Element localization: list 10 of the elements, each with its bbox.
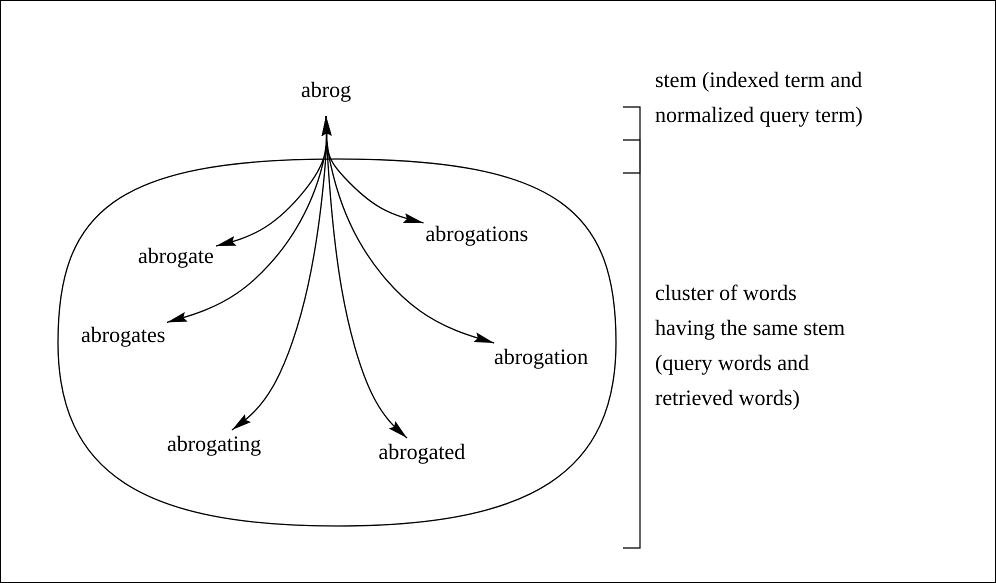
arrow xyxy=(322,116,408,438)
word-label: abrogate xyxy=(138,244,214,268)
bracket-note: stem (indexed term and normalized query term) xyxy=(655,66,864,129)
word-label: abrogations xyxy=(426,222,528,246)
word-label: abrogates xyxy=(81,323,166,347)
word-label: abrogated xyxy=(378,440,466,464)
word-label: abrogating xyxy=(167,432,262,456)
word-label: abrogation xyxy=(494,345,588,369)
bracket-note: cluster of words having the same stem (query words and retrieved words) xyxy=(655,279,846,412)
word-label: abrog xyxy=(301,78,352,102)
